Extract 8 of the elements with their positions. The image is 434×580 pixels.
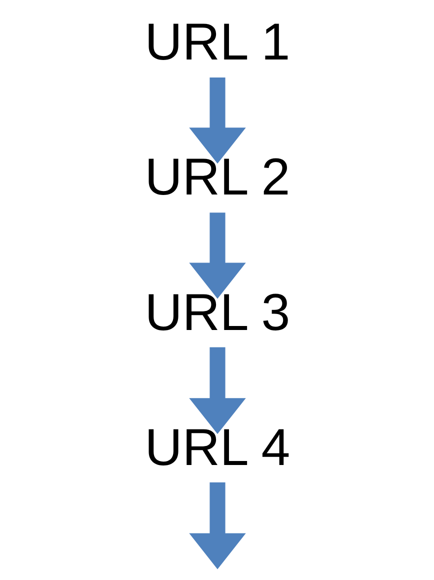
node-text: URL 4 (144, 419, 290, 477)
node-text: URL 3 (144, 284, 290, 342)
node-text: URL 2 (144, 148, 290, 207)
arrow (188, 347, 246, 434)
arrow (188, 212, 246, 299)
arrow (188, 78, 246, 164)
node-text: URL 1 (144, 14, 290, 72)
arrow (188, 482, 246, 570)
